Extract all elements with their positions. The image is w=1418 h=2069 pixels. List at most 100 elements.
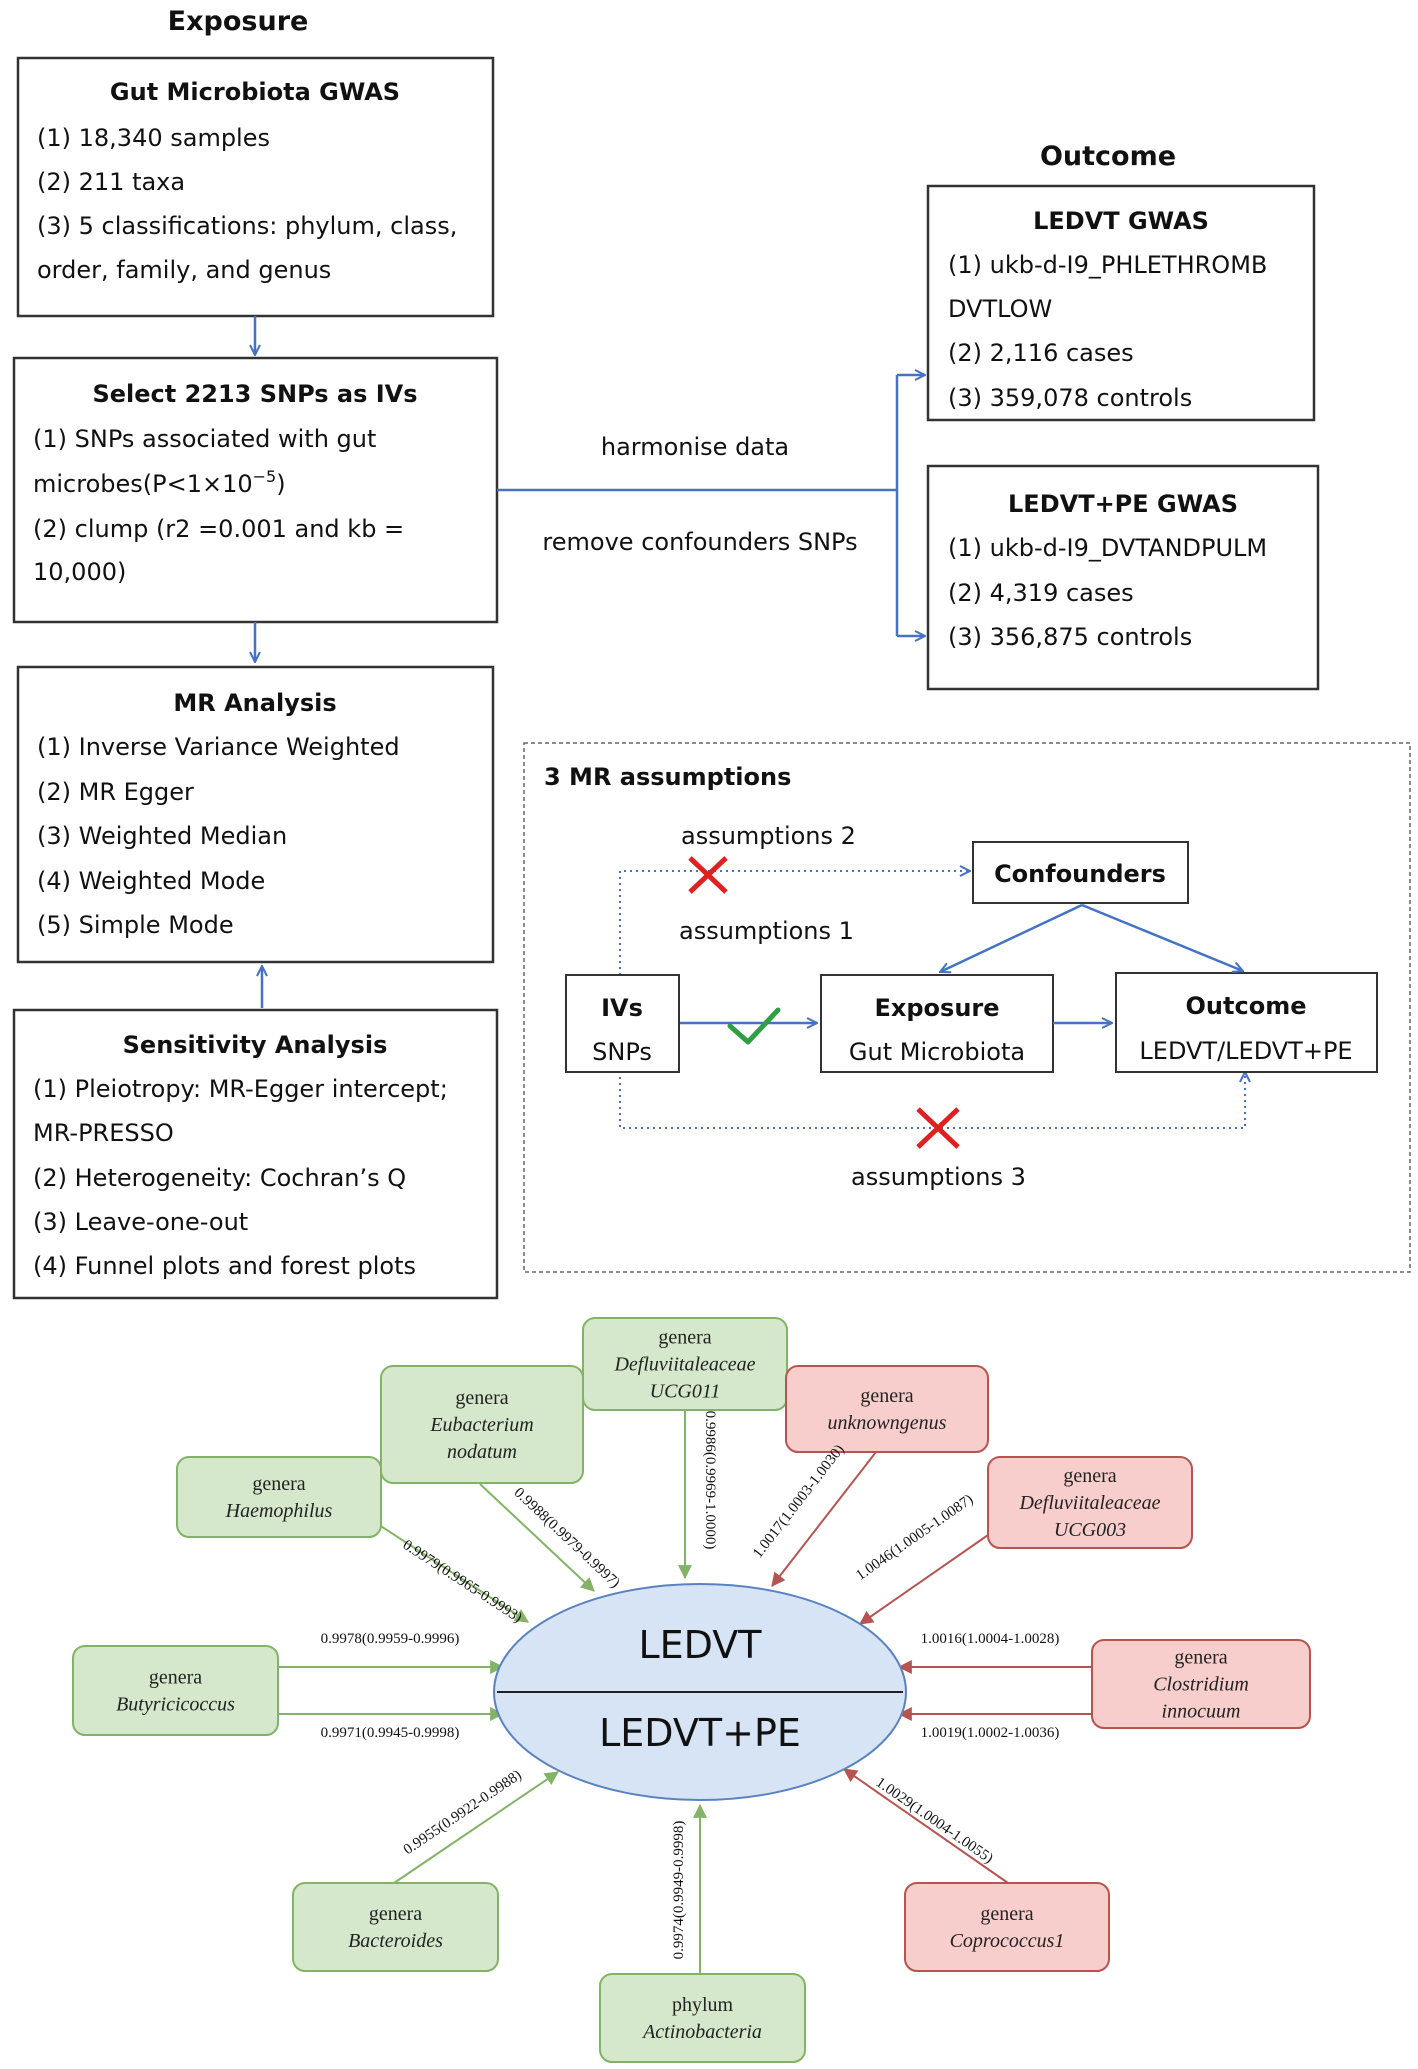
- outcome-node-title: Outcome: [1186, 992, 1307, 1020]
- gwas-line: (3) 5 classifications: phylum, class,: [37, 212, 457, 240]
- center-node: LEDVT LEDVT+PE: [493, 1583, 907, 1801]
- mr-assumptions-panel: 3 MR assumptions Confounders IVs SNPs Ex…: [523, 742, 1411, 1273]
- gwas-line: (1) 18,340 samples: [37, 124, 270, 152]
- taxon-name: Clostridium: [1153, 1674, 1249, 1696]
- ledvt-line: DVTLOW: [948, 295, 1052, 323]
- ledvtpe-line: (3) 356,875 controls: [948, 623, 1192, 651]
- taxon-rank: genera: [149, 1667, 202, 1689]
- ledvtpe-gwas-box: LEDVT+PE GWAS (1) ukb-d-I9_DVTANDPULM (2…: [926, 464, 1320, 691]
- taxon-name: Defluviitaleaceae: [613, 1354, 755, 1376]
- sens-line: (4) Funnel plots and forest plots: [33, 1252, 416, 1280]
- taxon-rank: genera: [860, 1385, 913, 1407]
- taxon-name: Eubacterium: [429, 1414, 533, 1436]
- assumption3-label: assumptions 3: [851, 1163, 1026, 1191]
- edge-label: 0.9955(0.9922-0.9988): [401, 1767, 525, 1858]
- edge-label: 0.9979(0.9965-0.9993): [400, 1537, 525, 1626]
- edge-label: 1.0016(1.0004-1.0028): [921, 1631, 1060, 1647]
- taxon-name: Bacteroides: [348, 1930, 443, 1952]
- check-icon: [727, 1007, 781, 1045]
- gwas-line: order, family, and genus: [37, 256, 331, 284]
- taxon-name: Coprococcus1: [950, 1930, 1065, 1952]
- outcome-heading: Outcome: [1040, 141, 1176, 172]
- taxon-name: UCG011: [650, 1381, 721, 1403]
- taxon-name: nodatum: [447, 1441, 517, 1463]
- mr-line: (2) MR Egger: [37, 778, 194, 806]
- assumption2-path: [619, 871, 970, 975]
- snp-box-title: Select 2213 SNPs as IVs: [92, 380, 417, 408]
- gwas-line: (2) 211 taxa: [37, 168, 185, 196]
- exposure-node-sub: Gut Microbiota: [849, 1038, 1025, 1066]
- taxon-name: Haemophilus: [225, 1500, 333, 1522]
- taxon-rank: genera: [369, 1903, 422, 1925]
- harmonise-connector: [497, 375, 925, 636]
- assumptions-title: 3 MR assumptions: [544, 763, 791, 791]
- gwas-box-title: Gut Microbiota GWAS: [110, 78, 400, 106]
- ledvt-line: (3) 359,078 controls: [948, 384, 1192, 412]
- edge-label: 1.0019(1.0002-1.0036): [921, 1725, 1060, 1741]
- remove-confounders-label: remove confounders SNPs: [542, 528, 857, 556]
- taxon-name: Butyricicoccus: [116, 1694, 235, 1716]
- sens-box-title: Sensitivity Analysis: [123, 1031, 388, 1059]
- snp-line: (2) clump (r2 =0.001 and kb =: [33, 515, 404, 543]
- sens-line: (1) Pleiotropy: MR-Egger intercept;: [33, 1075, 448, 1103]
- cross-icon: [916, 1107, 960, 1149]
- select-snps-box: Select 2213 SNPs as IVs (1) SNPs associa…: [12, 356, 499, 624]
- sensitivity-analysis-box: Sensitivity Analysis (1) Pleiotropy: MR-…: [12, 1008, 499, 1300]
- edge-arrow: [479, 1483, 595, 1592]
- assumption1-label: assumptions 1: [679, 917, 854, 945]
- edge-arrow: [771, 1451, 877, 1587]
- mr-line: (1) Inverse Variance Weighted: [37, 733, 400, 761]
- assumption2-label: assumptions 2: [681, 822, 856, 850]
- ledvt-gwas-box: LEDVT GWAS (1) ukb-d-I9_PHLETHROMB DVTLO…: [926, 184, 1316, 422]
- taxon-node-unknowngenus: genera unknowngenus: [785, 1365, 989, 1453]
- edge-label: 0.9988(0.9979-0.9997): [511, 1485, 623, 1592]
- edge-label: 0.9986(0.9969-1.0000): [702, 1411, 718, 1550]
- association-network: LEDVT LEDVT+PE generaHaemophilusgeneraEu…: [72, 1317, 1311, 2063]
- taxon-rank: phylum: [672, 1994, 734, 2016]
- sens-line: (3) Leave-one-out: [33, 1208, 248, 1236]
- mr-line: (3) Weighted Median: [37, 822, 287, 850]
- outcome-node-sub: LEDVT/LEDVT+PE: [1139, 1037, 1352, 1065]
- ledvt-line: (2) 2,116 cases: [948, 339, 1134, 367]
- taxon-name: innocuum: [1162, 1701, 1241, 1723]
- cross-icon: [688, 856, 728, 894]
- center-label-ledvt: LEDVT: [639, 1623, 763, 1667]
- taxon-rank: genera: [455, 1387, 508, 1409]
- edge-arrow: [859, 1525, 1002, 1625]
- edge-arrow: [843, 1768, 1009, 1884]
- taxon-name: Defluviitaleaceae: [1018, 1492, 1160, 1514]
- edge-label: 1.0029(1.0004-1.0055): [873, 1775, 996, 1867]
- edge-arrow: [369, 1518, 529, 1623]
- network-nodes: generaHaemophilusgeneraEubacteriumnodatu…: [72, 1317, 1311, 2063]
- taxon-rank: genera: [1174, 1647, 1227, 1669]
- ledvt-box-title: LEDVT GWAS: [1033, 207, 1209, 235]
- taxon-name: unknowngenus: [828, 1412, 947, 1434]
- harmonise-label: harmonise data: [601, 433, 789, 461]
- edge-label: 1.0017(1.0003-1.0030): [750, 1442, 848, 1561]
- taxon-rank: genera: [1063, 1465, 1116, 1487]
- edge-label: 0.9974(0.9949-0.9998): [671, 1821, 687, 1960]
- edge-label: 1.0046(1.0005-1.0087): [853, 1492, 976, 1584]
- snp-line: 10,000): [33, 558, 126, 586]
- taxon-name: UCG003: [1054, 1519, 1126, 1541]
- assumption3-path: [619, 1047, 1245, 1129]
- mr-analysis-box: MR Analysis (1) Inverse Variance Weighte…: [16, 665, 495, 964]
- ledvtpe-line: (1) ukb-d-I9_DVTANDPULM: [948, 534, 1267, 562]
- confounders-label: Confounders: [994, 860, 1166, 888]
- edge-arrow: [393, 1771, 559, 1884]
- mr-box-title: MR Analysis: [173, 689, 336, 717]
- taxon-rank: genera: [658, 1327, 711, 1349]
- mr-line: (4) Weighted Mode: [37, 867, 265, 895]
- exposure-heading: Exposure: [168, 6, 309, 37]
- mr-line: (5) Simple Mode: [37, 911, 234, 939]
- ivs-sub: SNPs: [592, 1038, 652, 1066]
- ivs-title: IVs: [601, 994, 643, 1022]
- sens-line: MR-PRESSO: [33, 1119, 174, 1147]
